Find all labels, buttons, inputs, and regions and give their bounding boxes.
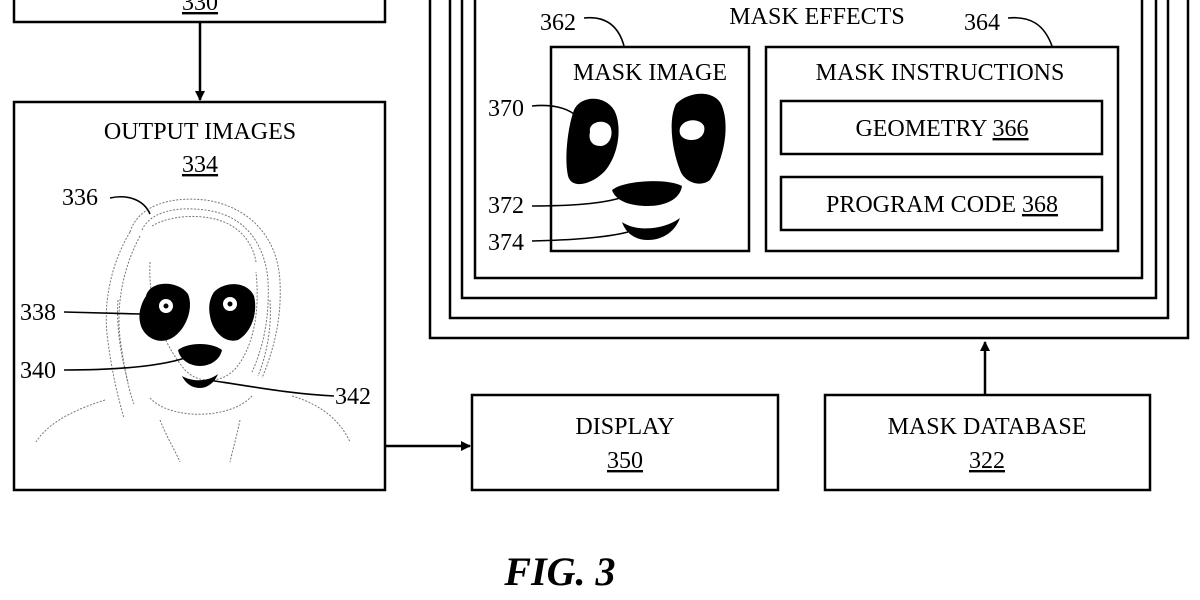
callout-370: 370 — [488, 96, 524, 122]
callout-336: 336 — [62, 185, 98, 211]
mask-effects-box: MASK EFFECTS MASK IMAGE 362 370 372 374 — [473, 0, 1144, 280]
display-box: DISPLAY 350 — [470, 393, 780, 492]
callout-340: 340 — [20, 358, 56, 384]
mask-artwork — [566, 93, 726, 240]
output-images-ref: 334 — [182, 152, 218, 178]
callout-372: 372 — [488, 193, 524, 219]
mask-image-box: MASK IMAGE 362 370 372 374 — [488, 10, 751, 256]
mask-instructions-ref: 364 — [964, 10, 1000, 36]
geometry-box: GEOMETRY 366 — [779, 99, 1104, 156]
output-images-box: OUTPUT IMAGES 334 — [12, 100, 387, 492]
output-images-title: OUTPUT IMAGES — [104, 119, 296, 145]
mask-database-label: MASK DATABASE — [888, 414, 1087, 440]
program-code-ref: 368 — [1022, 192, 1058, 218]
figure-label: FIG. 3 — [503, 549, 615, 594]
program-code-label: PROGRAM CODE 368 — [826, 192, 1058, 218]
callout-342: 342 — [335, 384, 371, 410]
mask-effects-title: MASK EFFECTS — [729, 4, 904, 30]
mask-instructions-box: MASK INSTRUCTIONS 364 GEOMETRY 366 PROGR… — [764, 10, 1120, 253]
program-code-box: PROGRAM CODE 368 — [779, 175, 1104, 232]
mask-database-box: MASK DATABASE 322 — [823, 393, 1152, 492]
display-ref: 350 — [607, 448, 643, 474]
geometry-label: GEOMETRY 366 — [855, 116, 1028, 142]
person-sketch — [35, 198, 351, 463]
display-label: DISPLAY — [575, 414, 674, 440]
mask-image-ref: 362 — [540, 10, 576, 36]
mask-instructions-title: MASK INSTRUCTIONS — [816, 60, 1065, 86]
input-box-330: 330 — [12, 0, 387, 24]
geometry-ref: 366 — [993, 116, 1029, 142]
input-box-ref: 330 — [182, 0, 218, 16]
callout-338: 338 — [20, 300, 56, 326]
panda-face-overlay — [139, 283, 256, 388]
mask-system-nested-boxes — [428, 0, 1190, 340]
mask-database-ref: 322 — [969, 448, 1005, 474]
mask-image-title: MASK IMAGE — [573, 60, 727, 86]
callout-374: 374 — [488, 230, 524, 256]
